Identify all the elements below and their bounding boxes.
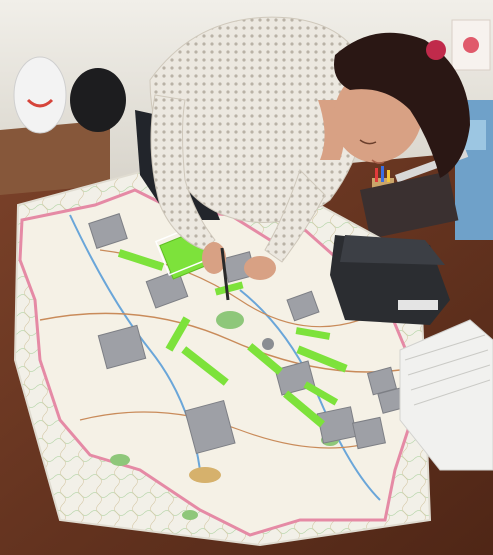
river [239,289,381,501]
hair-clip [426,40,446,60]
plastic-bag-white [13,56,67,134]
label-cards [88,213,411,455]
woman [135,16,470,280]
map-green-area [110,454,130,466]
label-card [286,290,320,322]
paper-stack [399,319,493,471]
sticky-strip [214,281,244,296]
pen [375,168,378,182]
sticky-strips [117,249,348,428]
label-card [97,324,147,370]
left-hand [202,242,226,274]
paper-stack-body [399,319,493,471]
label-card [352,416,386,450]
road [79,411,381,449]
sweater-right-arm [264,169,326,263]
printer-paper-tray [398,300,438,310]
label-card [184,399,236,455]
label-card [145,269,189,309]
sticky-strip [247,343,283,375]
sticky-strip [295,327,331,340]
road [39,312,401,373]
bag-print [26,98,54,108]
wall-picture-flower [463,37,479,53]
map-yellow-area [189,467,221,483]
sticky-strip [181,346,229,386]
binder [360,171,459,239]
paper-line [407,349,489,376]
paper-line [413,379,491,406]
sticky-strip [117,249,165,271]
sticky-strip [165,316,191,352]
printer [330,235,450,325]
pen [387,170,390,182]
eye [359,139,377,145]
paper-line [410,364,491,391]
pen [381,166,384,182]
printer-top [340,235,445,265]
hair [334,32,470,179]
map-green-area [182,510,198,520]
paper-line [404,334,486,361]
held-pen [220,247,230,301]
label-card [88,213,128,249]
right-hand [244,256,276,280]
sticky-strip [283,390,325,428]
map-green-area [216,311,244,329]
label-card [316,406,358,444]
mouth [371,159,385,164]
sticky-strip [296,345,348,373]
map-pin [262,338,274,350]
sticky-strip [303,381,339,406]
plastic-bag-black [70,68,126,132]
